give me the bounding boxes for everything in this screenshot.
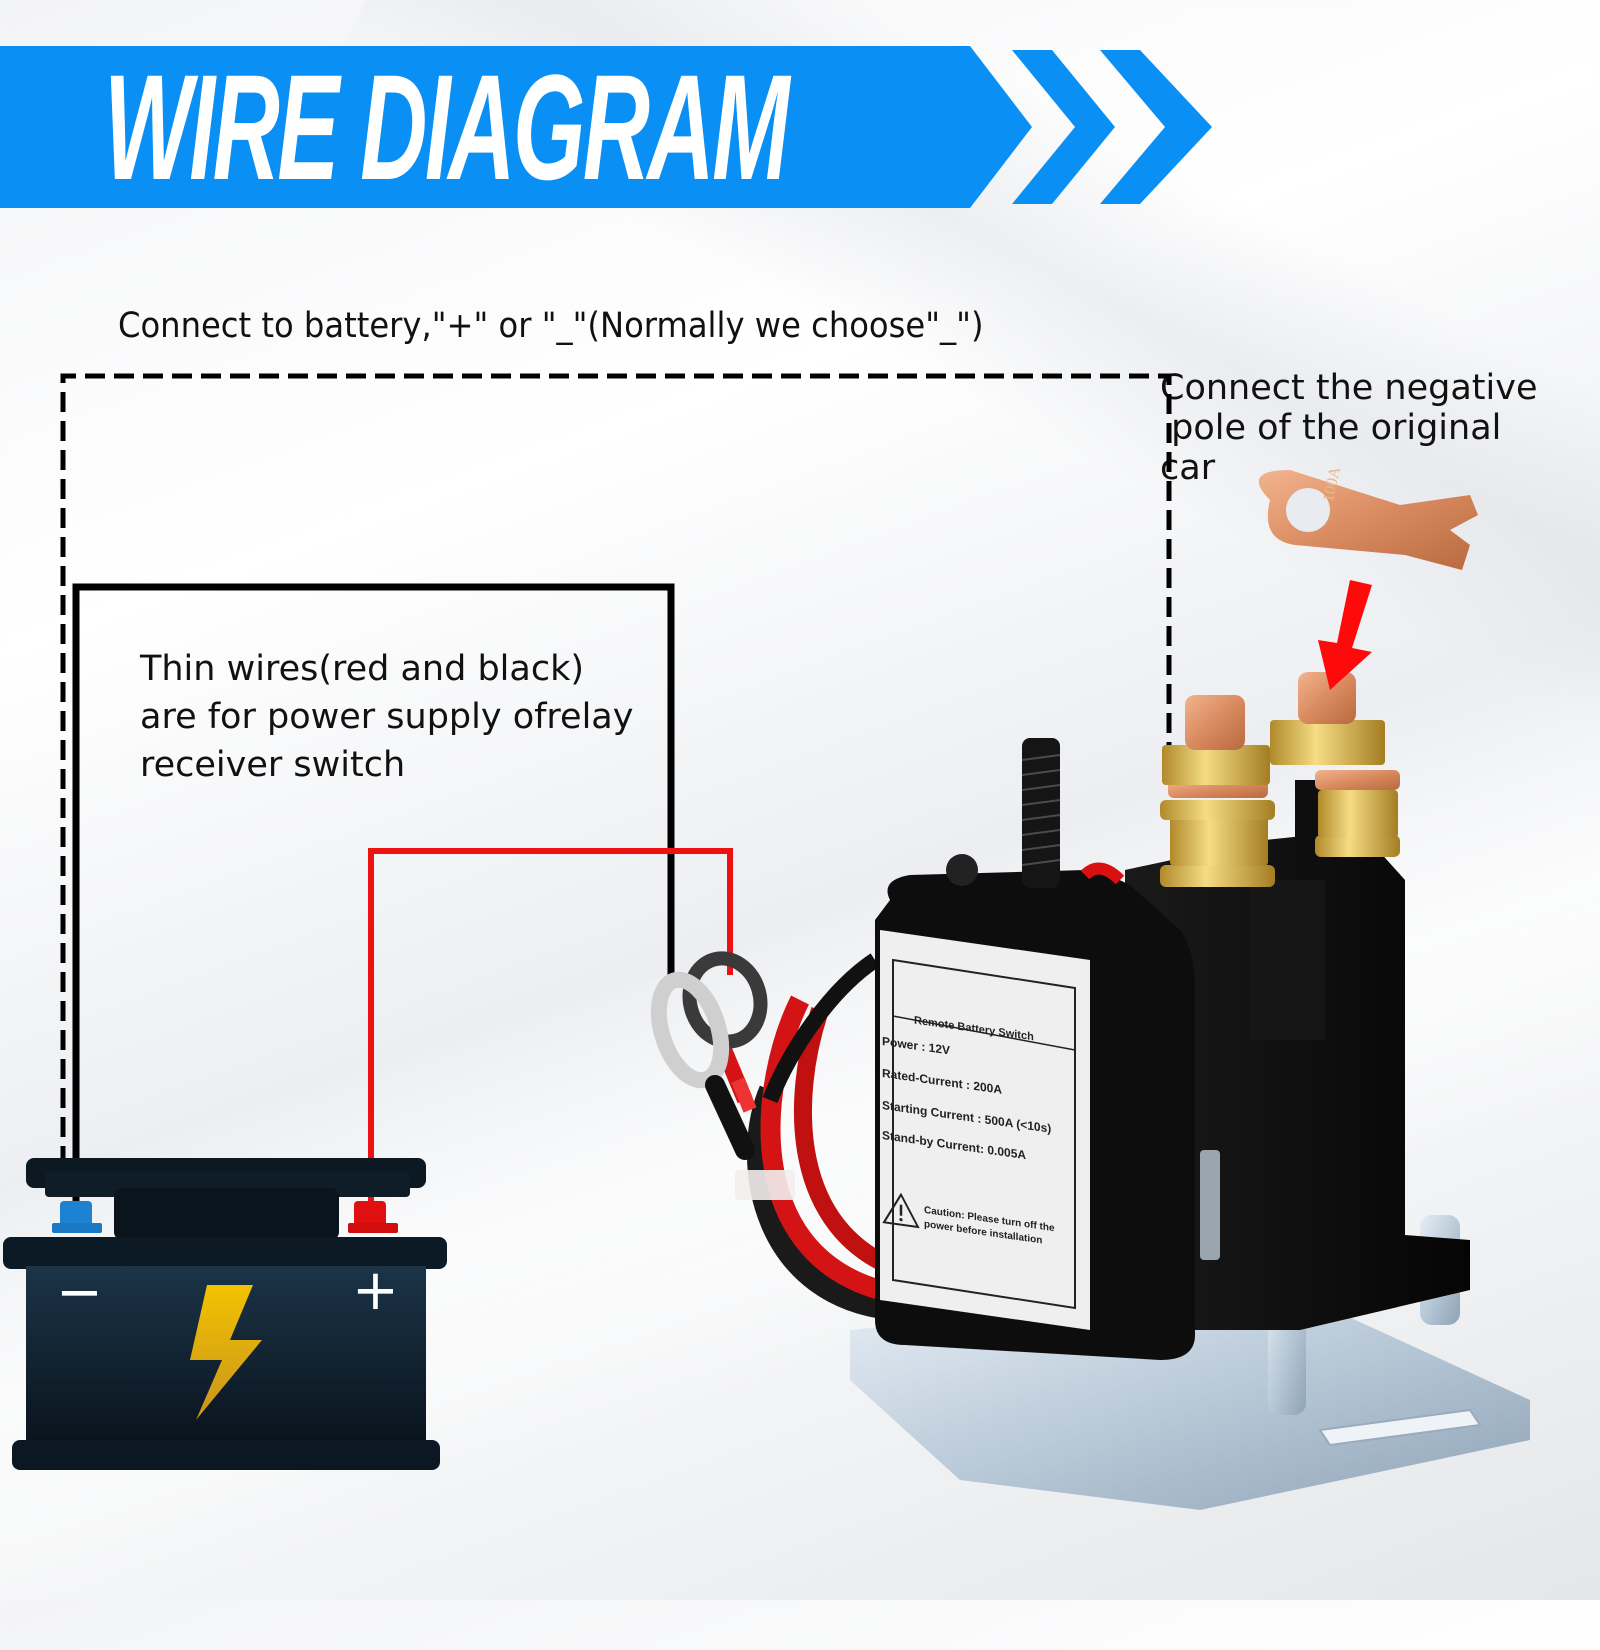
positive-terminal [354,1201,386,1227]
label-title: Remote Battery Switch [914,1014,1034,1044]
black-thin-wire [72,583,675,1205]
positive-symbol: + [352,1258,399,1323]
ring-terminal-black [682,951,768,1049]
negative-terminal [60,1201,92,1227]
wiring-diagram [3,373,1530,1510]
relay-body [1125,780,1470,1330]
warning-icon [882,1192,920,1229]
battery [3,1158,447,1470]
ring-terminal-silver [650,971,730,1089]
spec-standby-current: Stand-by Current: 0.005A [882,1127,1027,1163]
spec-rated-current: Rated-Current : 200A [882,1065,1003,1097]
cable-tie [735,1170,795,1200]
thin-wires-caption: Thin wires(red and black) are for power … [140,649,634,785]
negative-pole-caption: Connect the negative pole of the origina… [1160,368,1538,488]
relay-terminal-left [1160,695,1275,887]
banner-bar [0,46,1032,208]
battery-cap [114,1188,339,1240]
spec-power: Power : 12V [882,1033,951,1058]
antenna-icon [1021,738,1061,888]
lightning-bolt-icon [190,1285,262,1420]
relay-terminal-right [1270,672,1400,857]
chevron-right-icon [1100,50,1212,204]
caution-text: Caution: Please turn off the power befor… [924,1204,1055,1247]
spec-starting-current: Starting Current : 500A (<10s) [882,1097,1052,1136]
copper-ring-lug [1258,470,1478,570]
relay-spec-label: Remote Battery Switch Power : 12V Rated-… [868,940,1073,1294]
dashed-ground-wire [60,373,1172,1195]
battery-base [12,1440,440,1470]
title-banner [0,46,1240,208]
red-thin-wire [368,848,733,1210]
battery-connection-caption: Connect to battery,"+" or "_"(Normally w… [118,306,984,346]
ring-terminals [650,951,768,1160]
negative-symbol: − [56,1260,103,1325]
receiver-box [875,854,1195,1360]
red-arrow-icon [1318,580,1372,690]
chevron-right-icon [1012,50,1115,204]
page-title: WIRE DIAGRAM [104,43,790,211]
banner-shape [0,46,1212,208]
battery-lid [3,1237,447,1269]
